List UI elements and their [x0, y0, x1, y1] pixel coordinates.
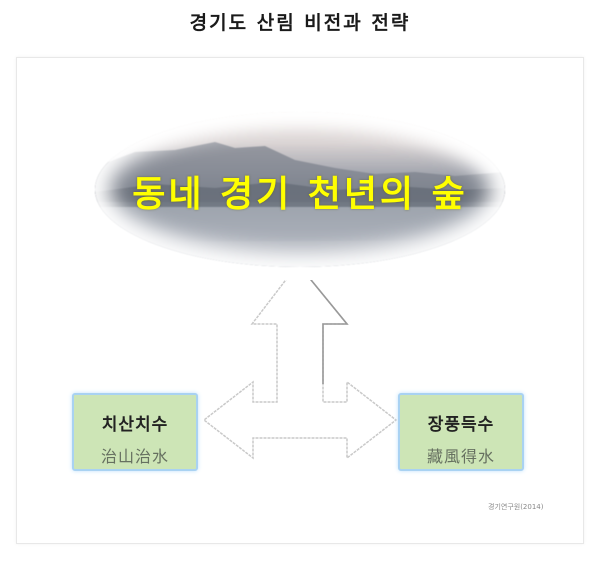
strategy-korean: 장풍득수 — [427, 415, 495, 435]
source-caption: 경기연구원(2014) — [488, 503, 544, 511]
strategy-box-chisan-chisu: 치산치수 治山治水 — [72, 393, 198, 471]
vision-slogan: 동네 경기 천년의 숲 — [132, 174, 468, 215]
diagram-title: 경기도 산림 비전과 전략 — [189, 12, 411, 34]
mountain-landscape-icon — [95, 142, 505, 267]
strategy-hanja: 藏風得水 — [426, 447, 495, 466]
strategy-box-jangpung-deuksu: 장풍득수 藏風得水 — [398, 393, 524, 471]
three-way-arrow-icon — [202, 280, 398, 460]
vision-photo-ellipse — [95, 112, 505, 267]
strategy-hanja: 治山治水 — [100, 447, 169, 466]
strategy-korean: 치산치수 — [101, 415, 169, 435]
